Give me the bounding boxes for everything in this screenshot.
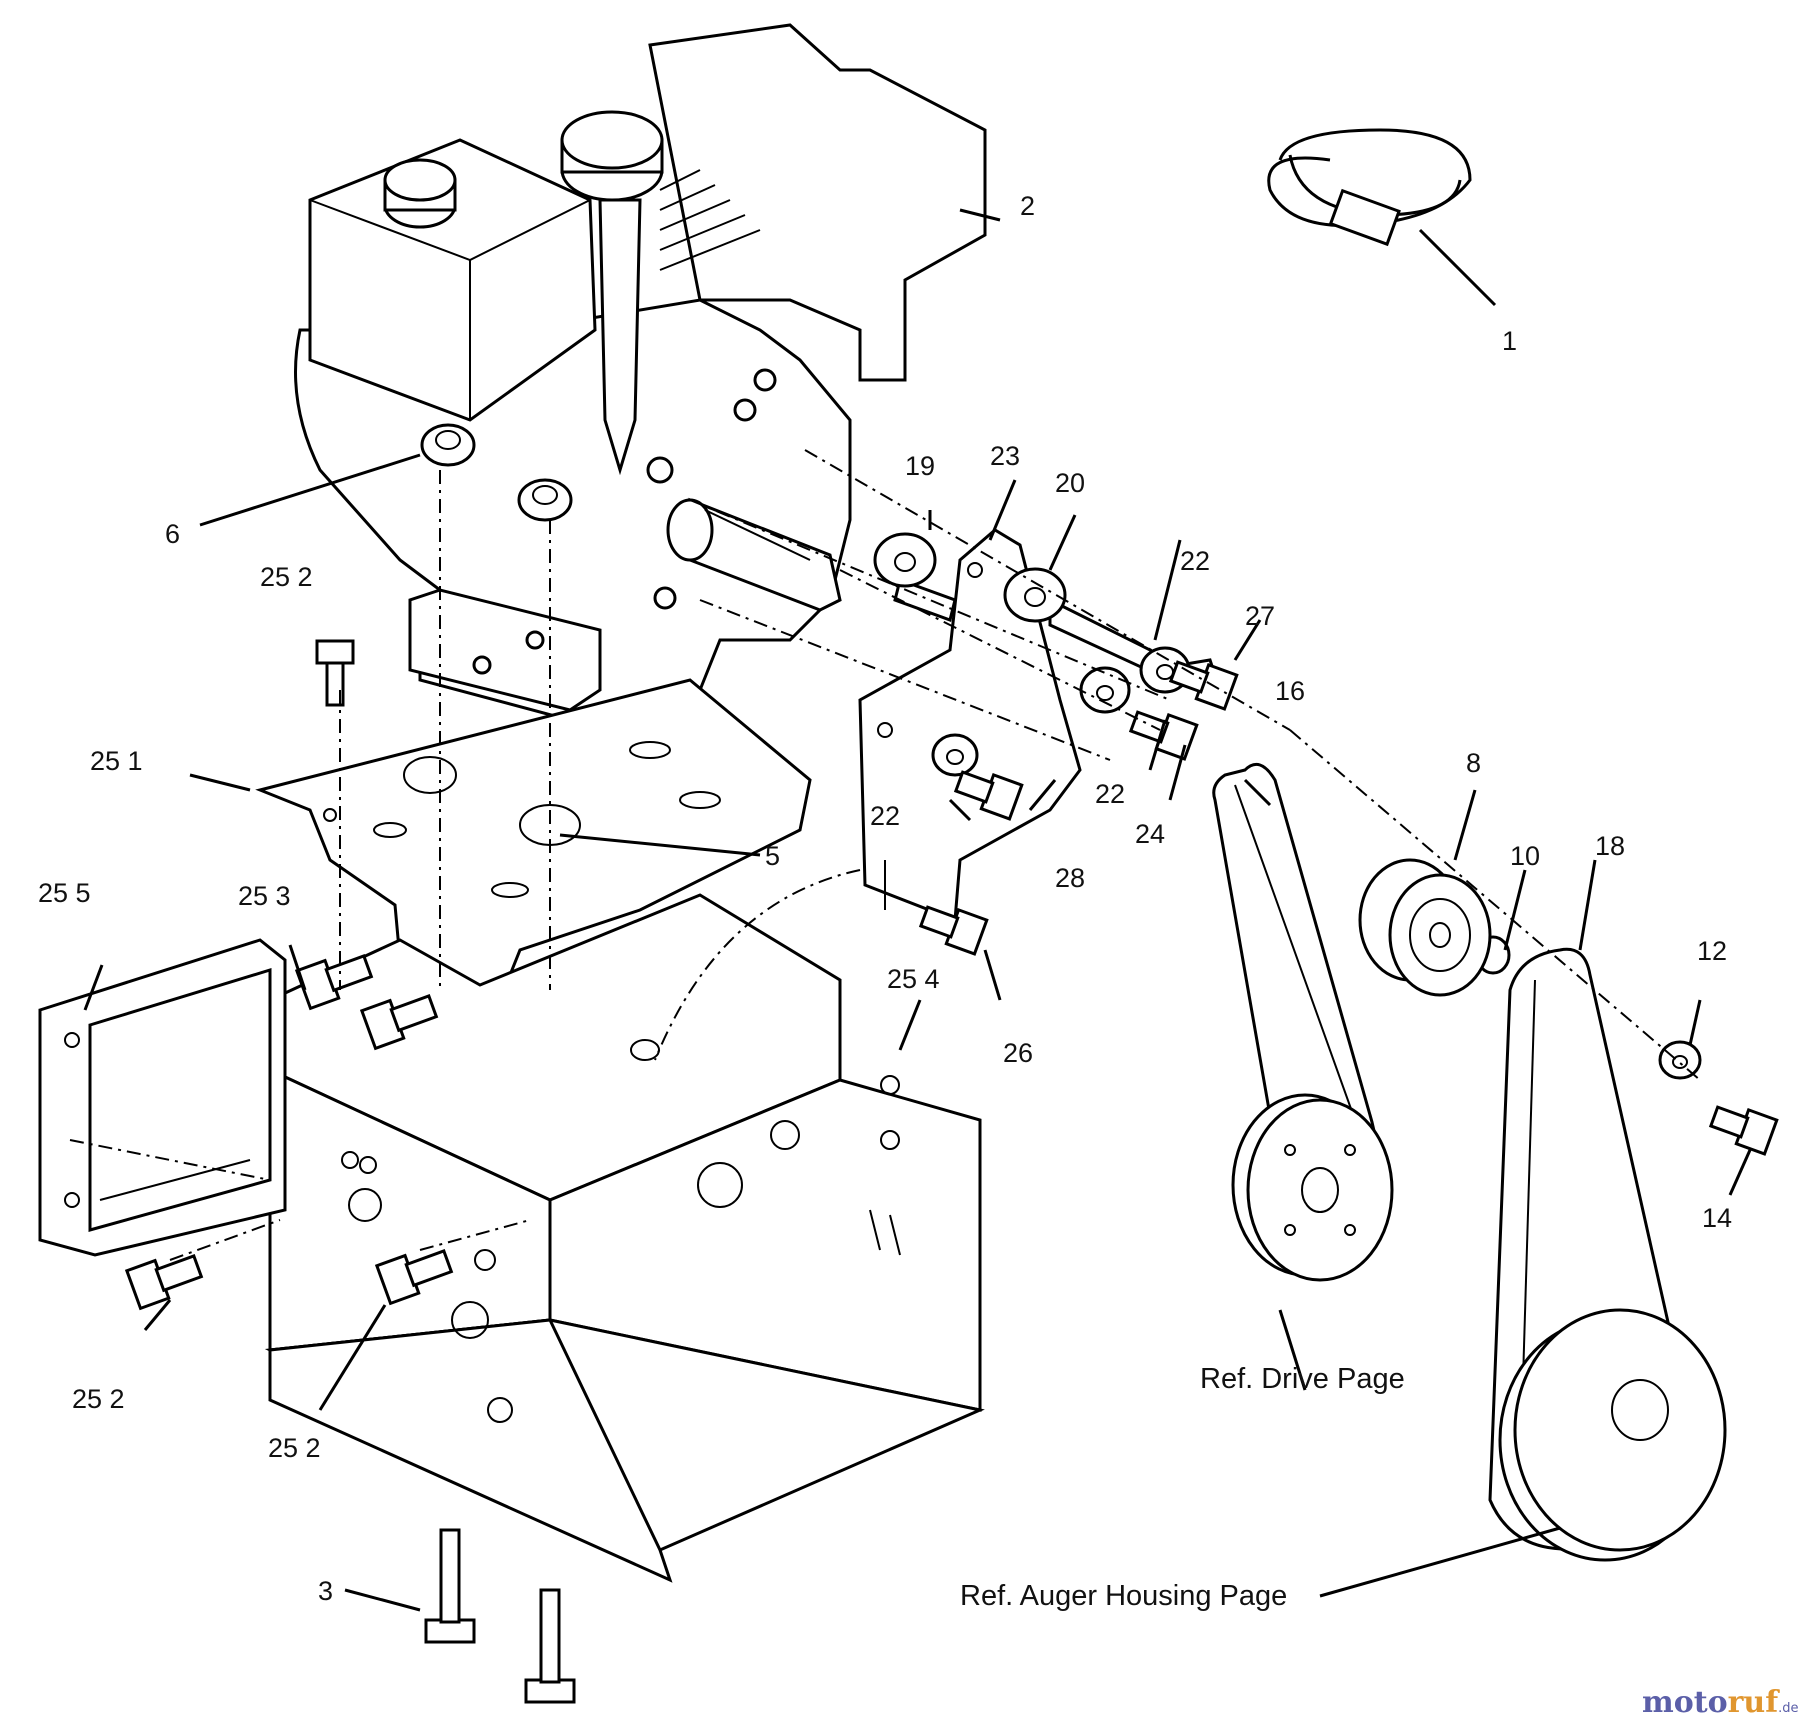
frame-housing [264, 893, 985, 1583]
callout-20: 20 [1055, 468, 1085, 498]
assembly-lines [69, 449, 1701, 1261]
callout-6: 6 [165, 519, 180, 549]
callout-24: 24 [1135, 819, 1165, 849]
callout-14: 14 [1702, 1203, 1732, 1233]
callout-25-3: 25 3 [238, 881, 291, 911]
callout-23: 23 [990, 441, 1020, 471]
callout-25-5: 25 5 [38, 878, 91, 908]
callouts: 1 2 19 23 20 22 27 16 6 25 2 25 1 5 22 2… [38, 191, 1732, 1612]
belt-bracket [858, 528, 1082, 923]
side-plate [38, 938, 287, 1257]
watermark-logo: motoruf.de [1642, 1685, 1799, 1720]
callout-25-4: 25 4 [887, 964, 940, 994]
auger-pulley [1498, 1308, 1727, 1562]
callout-25-2-bottom: 25 2 [268, 1433, 321, 1463]
bolts [124, 639, 1779, 1704]
callout-2: 2 [1020, 191, 1035, 221]
callout-25-1: 25 1 [90, 746, 143, 776]
power-cord [1267, 128, 1472, 247]
ref-auger-housing-page: Ref. Auger Housing Page [960, 1580, 1287, 1612]
callout-1: 1 [1502, 326, 1517, 356]
callout-22: 22 [1180, 546, 1210, 576]
ref-drive-page: Ref. Drive Page [1200, 1363, 1405, 1395]
callout-26: 26 [1003, 1038, 1033, 1068]
callout-28: 28 [1055, 863, 1085, 893]
callout-8: 8 [1466, 748, 1481, 778]
callout-27: 27 [1245, 601, 1275, 631]
callout-19: 19 [905, 451, 935, 481]
pulley-8 [1358, 858, 1492, 997]
engine [294, 23, 987, 742]
callout-3: 3 [318, 1576, 333, 1606]
callout-5: 5 [765, 841, 780, 871]
leader-lines [83, 208, 1752, 1612]
drive-pulley [1231, 1093, 1394, 1282]
callout-10: 10 [1510, 841, 1540, 871]
callout-12: 12 [1697, 936, 1727, 966]
svg-text:motoruf.de: motoruf.de [1642, 1685, 1799, 1720]
callout-25-2-lower-left: 25 2 [72, 1384, 125, 1414]
callout-16: 16 [1275, 676, 1305, 706]
callout-22-right: 22 [1095, 779, 1125, 809]
callout-18: 18 [1595, 831, 1625, 861]
callout-22-left: 22 [870, 801, 900, 831]
callout-25-2-top: 25 2 [260, 562, 313, 592]
